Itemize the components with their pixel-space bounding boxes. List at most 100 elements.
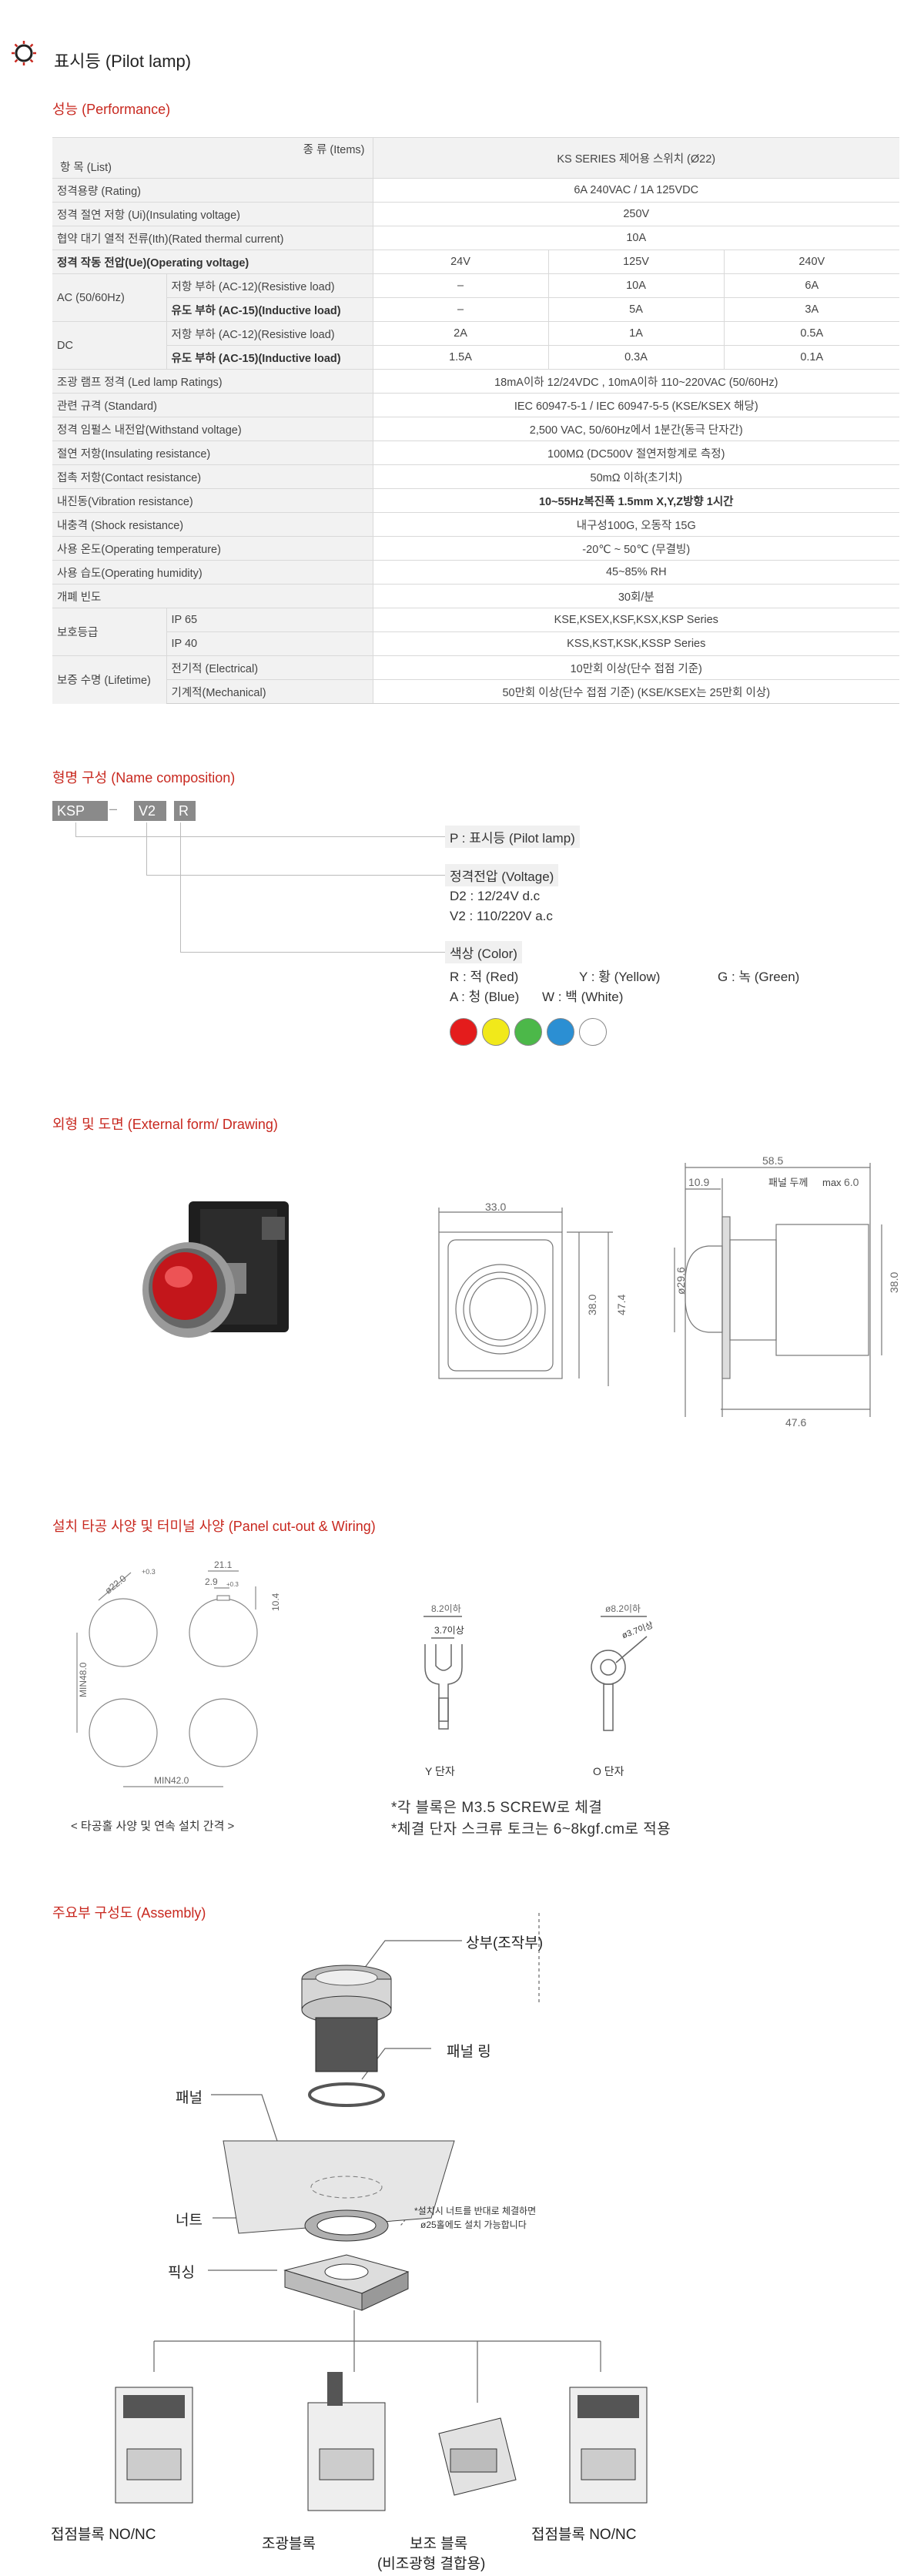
table-row: IP 40 KSS,KST,KSK,KSSP Series: [52, 631, 899, 656]
table-row: 정격 임펄스 내전압(Withstand voltage)2,500 VAC, …: [52, 417, 899, 441]
lamp-block: [307, 2372, 386, 2511]
panel-part: [223, 2140, 455, 2234]
table-row: 유도 부하 (AC-15)(Inductive load) – 5A 3A: [52, 297, 899, 322]
y-terminal-label: Y 단자: [425, 1765, 455, 1777]
swatch-blue: [547, 1018, 574, 1046]
table-row: 유도 부하 (AC-15)(Inductive load) 1.5A 0.3A …: [52, 345, 899, 370]
swatch-yellow: [482, 1018, 510, 1046]
table-row: 조광 램프 정격 (Led lamp Ratings)18mA이하 12/24V…: [52, 369, 899, 394]
code-series: KSP: [52, 801, 108, 821]
nut-part: [304, 2209, 389, 2242]
table-row: 접촉 저항(Contact resistance)50mΩ 이하(초기치): [52, 464, 899, 489]
side-view-drawing: 58.5 10.9 패널 두께 max 6.0 ø29.6 38.0 47.6: [647, 1154, 901, 1432]
panel-thickness-label: 패널 두께: [768, 1177, 808, 1188]
y-width: 8.2이하: [431, 1603, 461, 1614]
color-yellow-text: Y : 황 (Yellow): [579, 970, 661, 984]
voltage-label: 정격전압 (Voltage): [445, 864, 559, 886]
panel-ring-part: [308, 2082, 385, 2107]
torque-note: *체결 단자 스크류 토크는 6~8kgf.cm로 적용: [391, 1821, 671, 1837]
nut-note-1: *설치시 너트를 반대로 체결하면: [414, 2206, 537, 2216]
table-row: 보증 수명 (Lifetime) 전기적 (Electrical) 10만회 이…: [52, 655, 899, 704]
table-row: DC 저항 부하 (AC-12)(Resistive load) 2A 1A 0…: [52, 321, 899, 370]
fixing-label: 픽싱: [168, 2265, 195, 2281]
table-row: 정격 작동 전압(Ue)(Operating voltage) 24V 125V…: [52, 250, 899, 274]
table-row: 보호등급 IP 65 KSE,KSEX,KSF,KSX,KSP Series: [52, 608, 899, 656]
dim-2-9-tol: +0.3: [226, 1581, 239, 1588]
code-dash: –: [109, 801, 118, 816]
swatch-white: [579, 1018, 607, 1046]
voltage-d2: D2 : 12/24V d.c: [450, 889, 541, 903]
guide-line: [180, 822, 446, 953]
list-label: 항 목 (List): [60, 162, 112, 174]
contact-block-right-label: 접점블록 NO/NC: [531, 2527, 637, 2543]
aux-block-sub-label: (비조광형 결합용): [377, 2556, 486, 2572]
screw-note: *각 블록은 M3.5 SCREW로 체결: [391, 1800, 603, 1816]
dim-2-9: 2.9: [205, 1576, 218, 1587]
top-cap-label: 상부(조작부): [466, 1935, 544, 1951]
o-terminal-drawing: ø8.2이하 ø3.7이상: [562, 1598, 678, 1752]
pilot-lamp-label: P : 표시등 (Pilot lamp): [445, 826, 580, 848]
table-row: 내진동(Vibration resistance)10~55Hz복진폭 1.5m…: [52, 488, 899, 513]
table-row: 관련 규격 (Standard)IEC 60947-5-1 / IEC 6094…: [52, 393, 899, 417]
dim-47-6: 47.6: [785, 1416, 806, 1429]
dim-38: 38.0: [586, 1295, 598, 1315]
guide-line: [75, 822, 446, 837]
fixing-part: [283, 2254, 410, 2311]
table-row: 정격 절연 저항 (Ui)(Insulating voltage)250V: [52, 202, 899, 226]
lamp-block-label: 조광블록: [262, 2536, 316, 2552]
series-label: KS SERIES 제어용 스위치 (Ø22): [372, 137, 899, 179]
voltage-v2: V2 : 110/220V a.c: [450, 909, 553, 923]
o-height: ø3.7이상: [621, 1620, 654, 1641]
page-title: 표시등 (Pilot lamp): [54, 52, 192, 71]
dim-22: ø22.0: [103, 1573, 129, 1596]
contact-block-left-label: 접점블록 NO/NC: [51, 2527, 156, 2543]
swatch-green: [514, 1018, 542, 1046]
color-white-text: W : 백 (White): [542, 990, 624, 1004]
color-green-text: G : 녹 (Green): [718, 970, 800, 984]
external-heading: 외형 및 도면 (External form/ Drawing): [52, 1117, 278, 1132]
panel-ring-label: 패널 링: [447, 2044, 491, 2060]
code-color: R: [174, 801, 196, 821]
color-red-text: R : 적 (Red): [450, 970, 519, 984]
dim-21-1: 21.1: [214, 1559, 233, 1570]
o-width: ø8.2이하: [605, 1603, 641, 1614]
cutout-caption: < 타공홀 사양 및 연속 설치 간격 >: [71, 1820, 235, 1833]
y-height: 3.7이상: [434, 1625, 464, 1636]
color-label: 색상 (Color): [445, 941, 522, 963]
top-cap-part: [301, 1965, 392, 2072]
panel-thickness-value: 6.0: [844, 1176, 859, 1188]
table-row: 사용 습도(Operating humidity)45~85% RH: [52, 560, 899, 585]
table-row: 협약 대기 열적 전류(Ith)(Rated thermal current)1…: [52, 226, 899, 250]
dim-38-side: 38.0: [888, 1272, 900, 1293]
dim-10-9: 10.9: [688, 1176, 709, 1188]
swatch-red: [450, 1018, 477, 1046]
pilot-lamp-photo: [116, 1186, 308, 1378]
aux-block-label: 보조 블록: [410, 2536, 468, 2552]
table-row: 정격용량 (Rating)6A 240VAC / 1A 125VDC: [52, 178, 899, 203]
guide-line: [146, 822, 446, 876]
performance-table: 종 류 (Items) 항 목 (List) KS SERIES 제어용 스위치…: [52, 137, 899, 704]
panel-max-label: max: [822, 1177, 842, 1188]
table-row: AC (50/60Hz) 저항 부하 (AC-12)(Resistive loa…: [52, 273, 899, 322]
dim-10-4: 10.4: [270, 1593, 281, 1611]
front-view-drawing: 33.0 38.0 47.4: [431, 1201, 639, 1402]
cutout-drawing: ø22.0 +0.3 21.1 2.9 +0.3 10.4 MIN48.0 MI…: [46, 1540, 300, 1802]
assembly-diagram: [0, 1910, 924, 2572]
nut-note-2: ø25홀에도 설치 가능합니다: [420, 2219, 527, 2230]
assembly-heading: 주요부 구성도 (Assembly): [52, 1905, 206, 1921]
contact-block-right: [569, 2387, 648, 2504]
contact-block-left: [115, 2387, 193, 2504]
dim-58-5: 58.5: [762, 1155, 783, 1167]
dim-22-tol: +0.3: [142, 1568, 156, 1576]
aux-block: [438, 2417, 517, 2496]
code-voltage: V2: [134, 801, 166, 821]
table-header-row: 종 류 (Items) 항 목 (List) KS SERIES 제어용 스위치…: [52, 137, 899, 179]
color-blue-text: A : 청 (Blue): [450, 990, 520, 1004]
table-row: 절연 저항(Insulating resistance)100MΩ (DC500…: [52, 440, 899, 465]
y-terminal-drawing: 8.2이하 3.7이상: [408, 1598, 508, 1752]
dim-min42: MIN42.0: [154, 1775, 189, 1786]
panel-label: 패널: [176, 2090, 203, 2106]
nut-label: 너트: [176, 2213, 203, 2229]
items-label: 종 류 (Items): [303, 144, 365, 156]
performance-heading: 성능 (Performance): [52, 102, 171, 117]
